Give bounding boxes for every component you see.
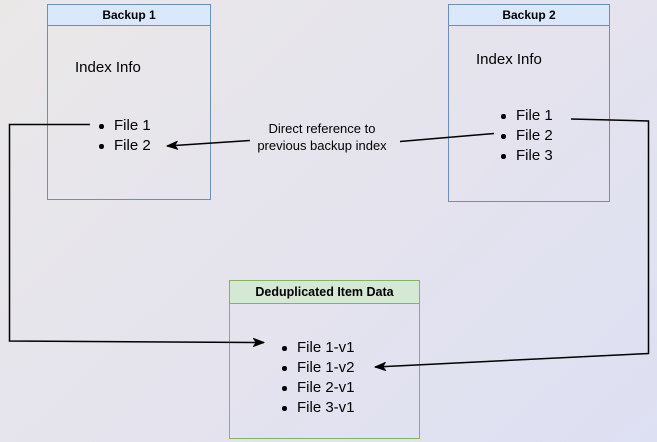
backup-2-header: Backup 2 — [449, 5, 609, 26]
backup-2-title: Backup 2 — [502, 8, 556, 22]
backup-1-header: Backup 1 — [48, 5, 210, 26]
file-list-item: File 2 — [97, 136, 151, 156]
backup-2-index-info-label: Index Info — [476, 51, 542, 68]
file-list-item: File 1-v1 — [280, 338, 355, 358]
file-list-item: File 3 — [499, 146, 553, 166]
backup-1-index-info-label: Index Info — [75, 59, 141, 76]
backup-1-title: Backup 1 — [102, 8, 156, 22]
file-list-item: File 2 — [499, 126, 553, 146]
direct-reference-label: Direct reference to previous backup inde… — [257, 121, 387, 153]
file-list-item: File 1 — [499, 106, 553, 126]
deduplicated-item-data-header: Deduplicated Item Data — [230, 281, 419, 304]
file-list-item: File 1 — [97, 116, 151, 136]
file-list-item: File 2-v1 — [280, 378, 355, 398]
file-list-item: File 3-v1 — [280, 398, 355, 418]
deduplicated-item-data-title: Deduplicated Item Data — [255, 285, 394, 299]
file-list-item: File 1-v2 — [280, 358, 355, 378]
